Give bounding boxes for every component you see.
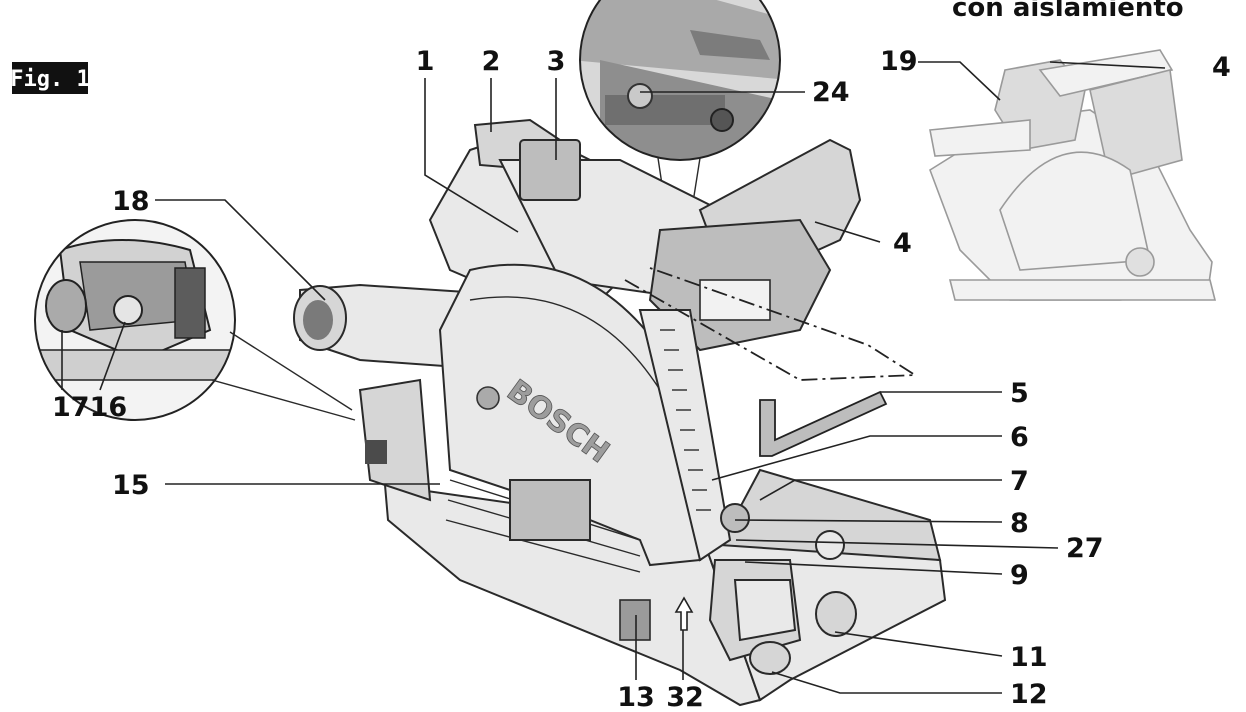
label-2: 2 [482,46,501,77]
label-6: 6 [1010,422,1029,453]
detail-circle-top [579,0,781,199]
label-4-inset: 4 [1212,52,1231,83]
label-19: 19 [880,46,918,77]
callout-labels: 1 2 3 24 4 4 19 18 5 6 7 8 27 9 11 12 15… [52,46,1231,712]
label-9: 9 [1010,560,1029,591]
detail-circle-left [34,219,356,421]
label-13: 13 [617,682,655,712]
inset-saw-illustration [929,49,1217,301]
header-text: con aislamiento [952,0,1184,23]
figure-tag: Fig. 1 [10,62,90,94]
label-18: 18 [112,186,150,217]
label-24: 24 [812,77,850,108]
label-32: 32 [666,682,704,712]
label-5: 5 [1010,378,1029,409]
label-11: 11 [1010,642,1048,673]
label-1: 1 [416,46,435,77]
figure-tag-text: Fig. 1 [10,67,89,92]
label-4-main: 4 [893,228,912,259]
label-8: 8 [1010,508,1029,539]
label-27: 27 [1066,533,1104,564]
leader-lines [61,61,1166,694]
hex-key-shape [759,390,888,457]
label-3: 3 [547,46,566,77]
label-7: 7 [1010,466,1029,497]
label-1716: 1716 [52,392,127,423]
main-saw-illustration: BOSCH [293,118,947,707]
label-12: 12 [1010,679,1048,710]
label-15: 15 [112,470,150,501]
